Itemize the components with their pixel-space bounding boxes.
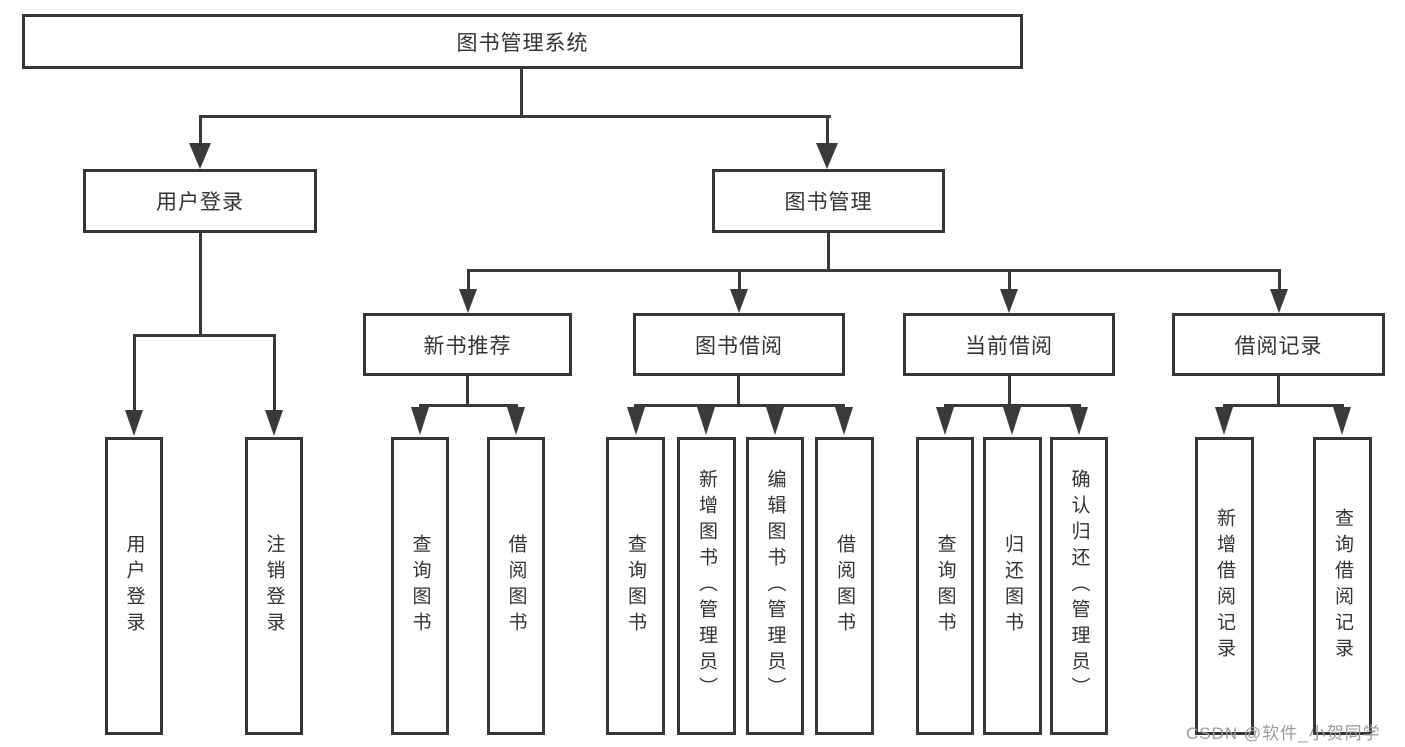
leaf-record-add-borrow-label: 新增借阅记录 <box>1214 508 1235 664</box>
connector-line <box>199 233 202 336</box>
arrow-down-icon <box>730 289 748 313</box>
connector-line <box>1008 376 1011 407</box>
arrow-down-icon <box>697 407 715 435</box>
leaf-borrow-edit-book-admin-label: 编辑图书（管理员） <box>764 469 786 703</box>
leaf-recommend-borrow-book-label: 借阅图书 <box>505 534 527 638</box>
node-root-system: 图书管理系统 <box>22 14 1023 69</box>
connector-line <box>467 269 470 291</box>
connector-line <box>634 404 845 407</box>
connector-line <box>419 404 518 407</box>
connector-line <box>1223 404 1344 407</box>
leaf-logout-login-label: 注销登录 <box>263 534 285 638</box>
arrow-down-icon <box>1270 289 1288 313</box>
connector-line <box>827 233 830 272</box>
csdn-watermark: CSDN @软件_小贺同学 <box>1186 724 1381 743</box>
leaf-borrow-edit-book-admin: 编辑图书（管理员） <box>746 437 804 735</box>
leaf-user-login-label: 用户登录 <box>123 534 145 638</box>
arrow-down-icon <box>1333 407 1351 435</box>
node-current-borrow: 当前借阅 <box>903 313 1115 376</box>
arrow-down-icon <box>1000 289 1018 313</box>
leaf-borrow-borrow-book-label: 借阅图书 <box>834 534 855 638</box>
node-current-borrow-label: 当前借阅 <box>965 334 1053 358</box>
leaf-logout-login: 注销登录 <box>245 437 303 735</box>
node-user-login-label: 用户登录 <box>156 191 244 214</box>
node-book-borrow: 图书借阅 <box>633 313 845 376</box>
connector-line <box>944 404 1081 407</box>
leaf-borrow-borrow-book: 借阅图书 <box>815 437 874 735</box>
connector-line <box>1277 376 1280 407</box>
arrow-down-icon <box>1003 407 1021 435</box>
arrow-down-icon <box>507 407 525 435</box>
node-new-book-recommend-label: 新书推荐 <box>423 334 512 358</box>
leaf-current-confirm-return-admin: 确认归还（管理员） <box>1050 437 1108 735</box>
connector-line <box>466 376 469 407</box>
node-borrow-record: 借阅记录 <box>1172 313 1385 376</box>
leaf-record-query-borrow: 查询借阅记录 <box>1313 437 1372 735</box>
connector-line <box>467 269 1281 272</box>
connector-line <box>273 334 276 411</box>
arrow-down-icon <box>459 289 477 313</box>
leaf-borrow-query-book: 查询图书 <box>606 437 665 735</box>
connector-line <box>199 115 831 118</box>
leaf-recommend-query-book-label: 查询图书 <box>409 534 431 638</box>
leaf-record-query-borrow-label: 查询借阅记录 <box>1332 508 1353 664</box>
arrow-down-icon <box>411 407 429 435</box>
leaf-user-login: 用户登录 <box>105 437 163 735</box>
leaf-recommend-borrow-book: 借阅图书 <box>487 437 545 735</box>
arrow-down-icon <box>125 410 143 436</box>
connector-line <box>520 69 523 117</box>
node-user-login: 用户登录 <box>83 169 317 233</box>
connector-line <box>1008 269 1011 291</box>
leaf-recommend-query-book: 查询图书 <box>391 437 449 735</box>
node-borrow-record-label: 借阅记录 <box>1234 334 1323 358</box>
arrow-down-icon <box>816 143 838 169</box>
node-book-borrow-label: 图书借阅 <box>695 334 783 358</box>
leaf-current-confirm-return-admin-label: 确认归还（管理员） <box>1068 469 1090 703</box>
arrow-down-icon <box>936 407 954 435</box>
arrow-down-icon <box>189 143 211 169</box>
leaf-borrow-query-book-label: 查询图书 <box>625 534 646 638</box>
node-book-management-label: 图书管理 <box>784 191 873 214</box>
leaf-borrow-add-book-admin-label: 新增图书（管理员） <box>696 469 717 703</box>
leaf-borrow-add-book-admin: 新增图书（管理员） <box>677 437 736 735</box>
connector-line <box>133 334 276 337</box>
connector-line <box>738 269 741 291</box>
leaf-record-add-borrow: 新增借阅记录 <box>1195 437 1254 735</box>
arrow-down-icon <box>1215 407 1233 435</box>
arrow-down-icon <box>1070 407 1088 435</box>
node-book-management: 图书管理 <box>712 169 945 233</box>
arrow-down-icon <box>627 407 645 435</box>
connector-line <box>826 115 829 146</box>
node-root-label: 图书管理系统 <box>456 31 589 55</box>
arrow-down-icon <box>766 407 784 435</box>
node-new-book-recommend: 新书推荐 <box>363 313 572 376</box>
leaf-current-return-book-label: 归还图书 <box>1002 534 1023 638</box>
connector-line <box>133 334 136 411</box>
connector-line <box>1278 269 1281 291</box>
leaf-current-query-book-label: 查询图书 <box>934 534 956 638</box>
connector-line <box>199 115 202 146</box>
arrow-down-icon <box>265 410 283 436</box>
arrow-down-icon <box>835 407 853 435</box>
connector-line <box>737 376 740 407</box>
leaf-current-query-book: 查询图书 <box>916 437 974 735</box>
leaf-current-return-book: 归还图书 <box>983 437 1042 735</box>
